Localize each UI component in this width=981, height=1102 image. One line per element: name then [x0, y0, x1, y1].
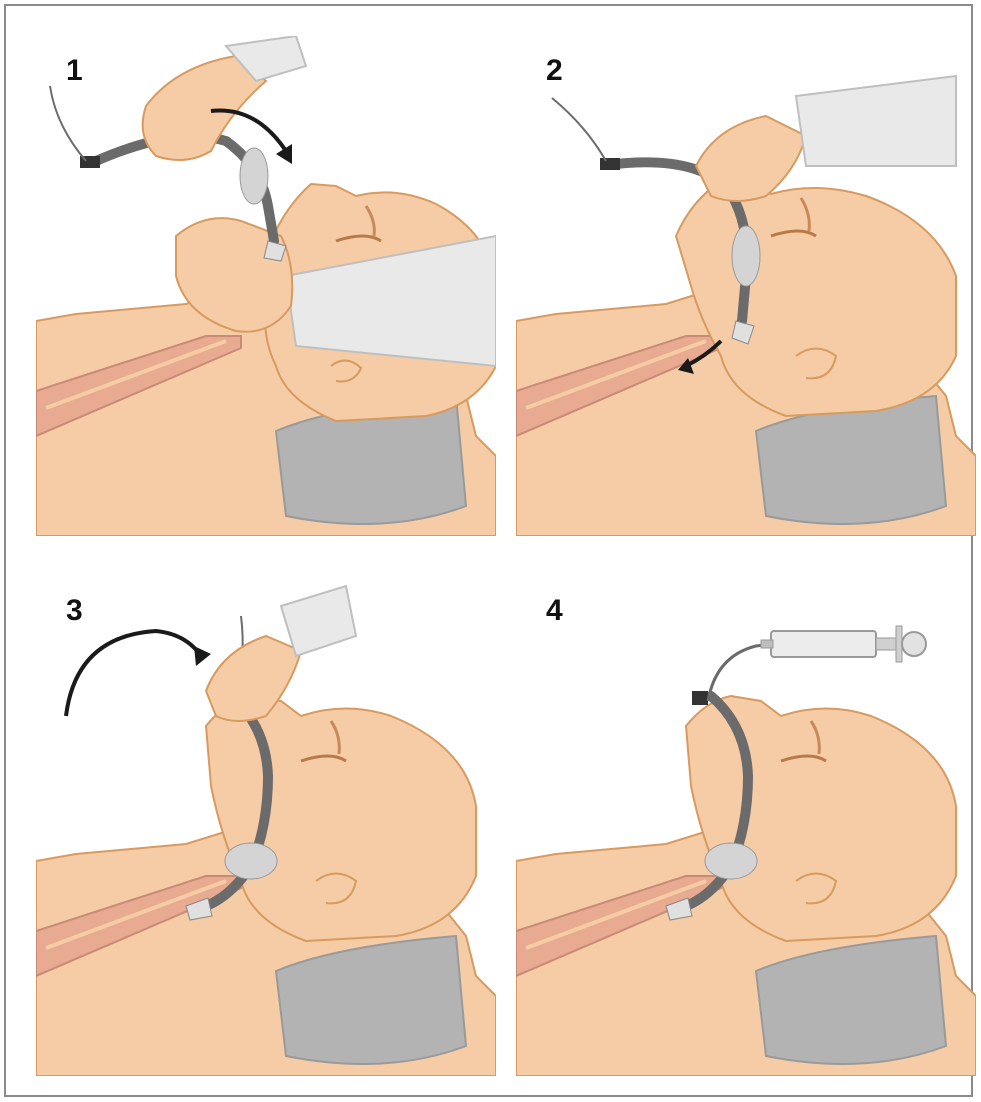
step-2-panel: 2: [516, 36, 976, 536]
sleeve: [796, 76, 956, 166]
step-number: 1: [66, 56, 83, 86]
hand-tube: [696, 116, 806, 201]
rotate-arrow: [66, 631, 201, 716]
pilot-line: [552, 98, 606, 161]
tube-cuff: [240, 148, 268, 204]
step-3-panel: 3: [36, 576, 496, 1076]
step-3-illustration: [36, 576, 496, 1076]
step-2-illustration: [516, 36, 976, 536]
sleeve: [281, 586, 356, 656]
step-number: 4: [546, 596, 563, 626]
step-4-panel: 4: [516, 576, 976, 1076]
step-4-illustration: [516, 576, 976, 1076]
tube-connector: [600, 158, 620, 170]
tube-cuff: [732, 226, 760, 286]
pilot-line: [50, 86, 86, 161]
step-number: 2: [546, 56, 563, 86]
tube-cuff: [705, 843, 757, 879]
step-1-illustration: [36, 36, 496, 536]
step-1-panel: 1: [36, 36, 496, 536]
tube-connector: [692, 691, 708, 705]
pilot-line: [708, 644, 771, 701]
syringe: [761, 626, 926, 662]
step-number: 3: [66, 596, 83, 626]
tube-cuff: [225, 843, 277, 879]
figure-frame: 1 2: [4, 4, 973, 1097]
